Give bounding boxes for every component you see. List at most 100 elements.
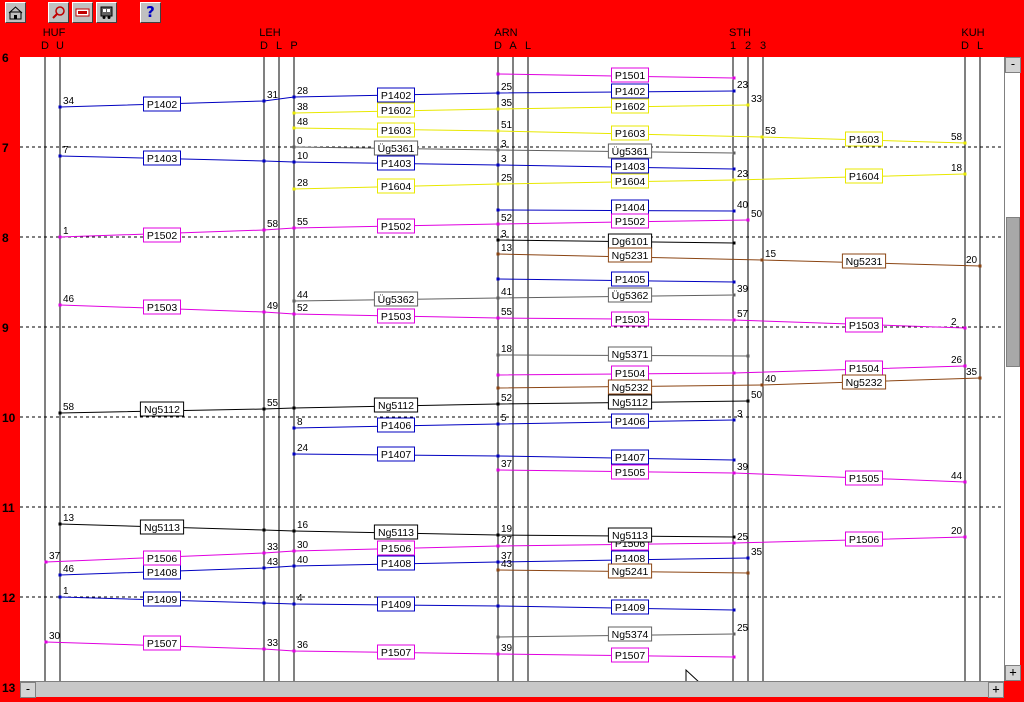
train-label: Ng5113: [378, 527, 414, 539]
train-label-box[interactable]: [143, 150, 181, 166]
train-label-box[interactable]: [373, 291, 419, 307]
train-label-box[interactable]: [377, 446, 415, 462]
train-label-box[interactable]: [607, 346, 653, 362]
train-button[interactable]: [96, 2, 117, 23]
train-label-box[interactable]: [377, 122, 415, 138]
train-label-box[interactable]: [607, 247, 653, 263]
train-label-box[interactable]: [143, 550, 181, 566]
train-p1405[interactable]: P1405: [496, 271, 736, 287]
train-label-box[interactable]: [611, 311, 649, 327]
train-label-box[interactable]: [377, 308, 415, 324]
home-button[interactable]: [5, 2, 26, 23]
train-label-box[interactable]: [607, 563, 653, 579]
train-label-box[interactable]: [607, 626, 653, 642]
train-p1501[interactable]: P1501: [496, 67, 736, 83]
train-label-box[interactable]: [611, 83, 649, 99]
train-label-box[interactable]: [377, 540, 415, 556]
train-label-box[interactable]: [143, 299, 181, 315]
train-label-box[interactable]: [607, 394, 653, 410]
train-label-box[interactable]: [611, 98, 649, 114]
train-label-box[interactable]: [607, 287, 653, 303]
train-label-box[interactable]: [377, 178, 415, 194]
train-label-box[interactable]: [611, 464, 649, 480]
scroll-right-button[interactable]: +: [988, 682, 1004, 698]
train-label: Üg5362: [612, 290, 649, 302]
train-label-box[interactable]: [139, 519, 185, 535]
minute-label: 58: [267, 219, 279, 230]
remove-button[interactable]: [72, 2, 93, 23]
vertical-scrollbar[interactable]: - +: [1004, 57, 1021, 681]
train-label-box[interactable]: [841, 253, 887, 269]
train-label-box[interactable]: [143, 96, 181, 112]
train-label-box[interactable]: [845, 470, 883, 486]
train-label-box[interactable]: [841, 374, 887, 390]
train-label-box[interactable]: [377, 596, 415, 612]
train-label-box[interactable]: [607, 527, 653, 543]
train-label-box[interactable]: [611, 173, 649, 189]
train-label-box[interactable]: [377, 417, 415, 433]
train-label-box[interactable]: [611, 213, 649, 229]
train-label-box[interactable]: [845, 168, 883, 184]
train-label-box[interactable]: [845, 531, 883, 547]
train-label-box[interactable]: [143, 591, 181, 607]
train-label-box[interactable]: [611, 125, 649, 141]
train-label-box[interactable]: [611, 599, 649, 615]
stop-marker: [58, 154, 62, 158]
train-label-box[interactable]: [611, 647, 649, 663]
train-label-box[interactable]: [373, 140, 419, 156]
train-label-box[interactable]: [845, 131, 883, 147]
train-label-box[interactable]: [845, 317, 883, 333]
train-label-box[interactable]: [377, 155, 415, 171]
vertical-scroll-thumb[interactable]: [1006, 217, 1020, 367]
train-label-box[interactable]: [611, 67, 649, 83]
train-label-box[interactable]: [373, 397, 419, 413]
train-label-box[interactable]: [611, 158, 649, 174]
train-label-box[interactable]: [143, 635, 181, 651]
train-label-box[interactable]: [607, 379, 653, 395]
train-label-box[interactable]: [611, 271, 649, 287]
horizontal-scrollbar[interactable]: - +: [20, 681, 1004, 698]
train-label-box[interactable]: [139, 401, 185, 417]
train-label-box[interactable]: [143, 227, 181, 243]
train-label-box[interactable]: [611, 449, 649, 465]
train-label-box[interactable]: [377, 102, 415, 118]
train-label-box[interactable]: [377, 218, 415, 234]
train-label-box[interactable]: [611, 413, 649, 429]
search-button[interactable]: [48, 2, 69, 23]
help-button[interactable]: ?: [140, 2, 161, 23]
scroll-up-button[interactable]: -: [1005, 57, 1021, 73]
scroll-left-button[interactable]: -: [20, 682, 36, 698]
train-label-box[interactable]: [373, 524, 419, 540]
train-label-box[interactable]: [607, 143, 653, 159]
train-label-box[interactable]: [377, 644, 415, 660]
scroll-down-button[interactable]: +: [1005, 665, 1021, 681]
train-label-box[interactable]: [377, 555, 415, 571]
train-label-box[interactable]: [377, 87, 415, 103]
